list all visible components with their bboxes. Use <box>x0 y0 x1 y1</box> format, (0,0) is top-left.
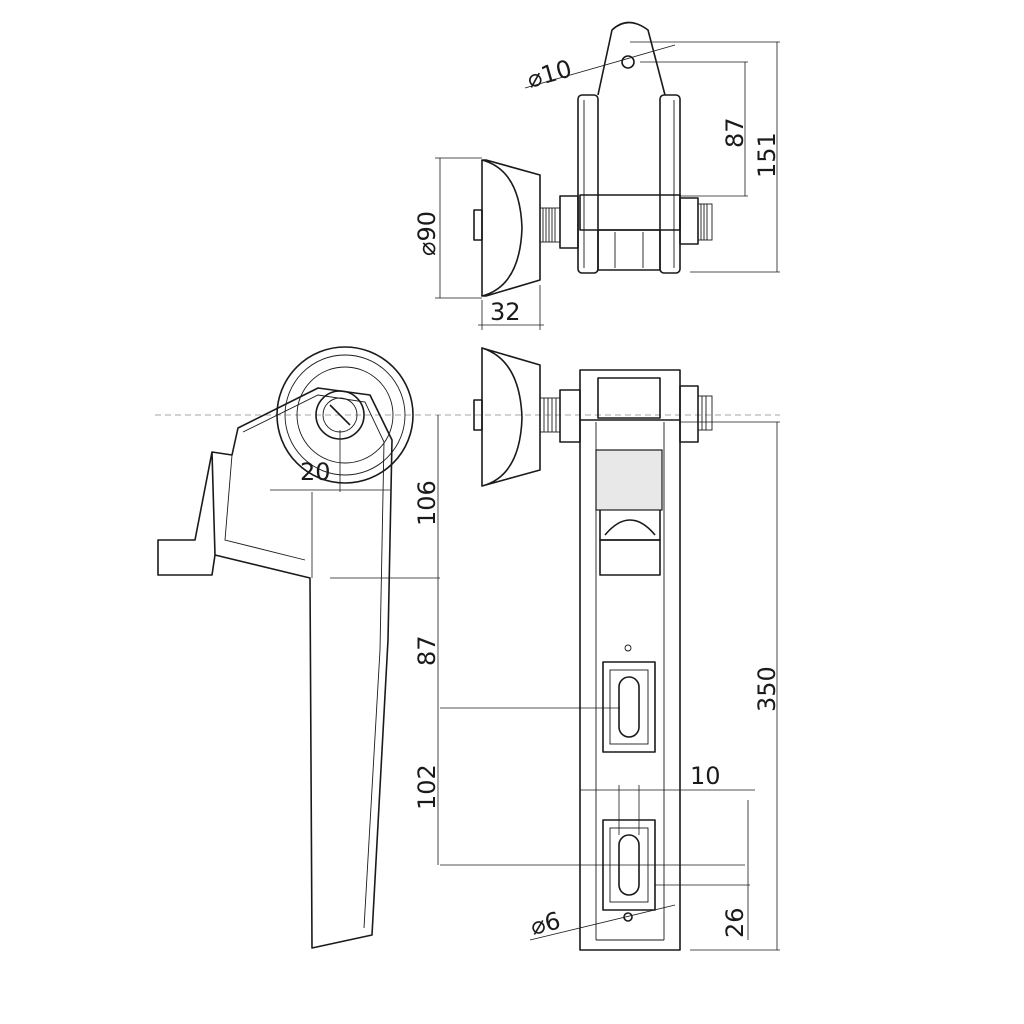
nut-left <box>559 195 579 249</box>
side-body <box>211 387 393 949</box>
dim-bottom-hole-diameter: ⌀6 <box>528 906 564 940</box>
top-lug <box>597 21 666 96</box>
dim-bottom-hole-offset: 26 <box>721 907 749 938</box>
top-wheel <box>481 159 541 297</box>
dim-wheel-diameter: ⌀90 <box>413 211 441 256</box>
cross-block <box>579 194 681 231</box>
dim-wheel-width: 32 <box>490 298 521 326</box>
front-view <box>473 347 780 951</box>
dim-side-offset: 20 <box>300 458 331 486</box>
dim-side-handle-to-slot: 87 <box>413 635 441 666</box>
left-plate <box>577 94 599 274</box>
lug-hole <box>621 55 635 69</box>
dim-side-axle-to-handle: 106 <box>413 480 441 526</box>
cross-lower <box>597 229 661 271</box>
dim-top-hole-diameter: ⌀10 <box>524 54 575 93</box>
dim-slot-width: 10 <box>690 762 721 790</box>
side-view <box>157 346 745 949</box>
side-foot <box>157 451 216 576</box>
dim-top-lug-to-axle: 87 <box>721 117 749 148</box>
slot-lower <box>602 819 656 911</box>
latch-block <box>595 449 663 511</box>
nut-right <box>679 197 699 245</box>
slot-upper <box>602 661 656 753</box>
dim-slot-spacing: 102 <box>413 764 441 810</box>
dim-front-overall-height: 350 <box>753 666 781 712</box>
dim-top-overall-height: 151 <box>753 132 781 178</box>
top-view <box>435 21 780 330</box>
front-arm <box>579 420 681 951</box>
front-wheel <box>481 347 541 487</box>
right-plate <box>659 94 681 274</box>
